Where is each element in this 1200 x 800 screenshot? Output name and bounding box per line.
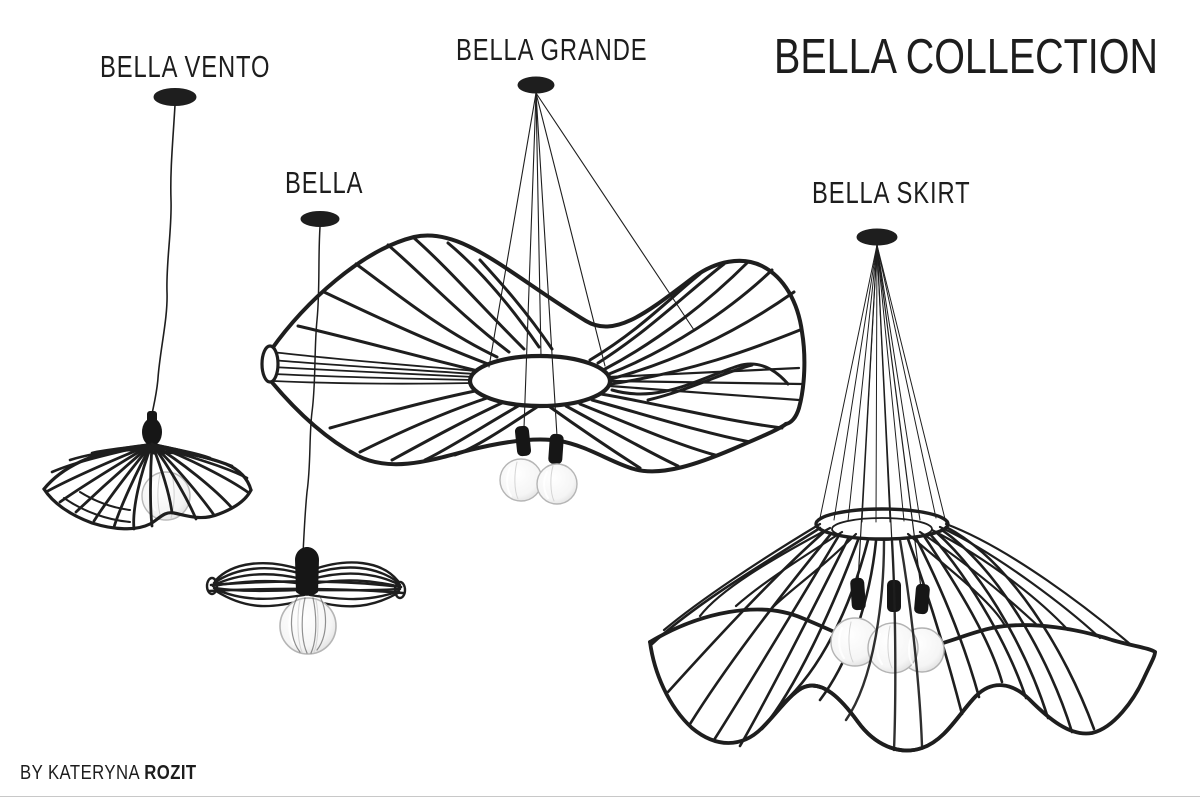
ceiling-canopy — [153, 88, 197, 106]
bulb — [499, 425, 578, 505]
shade-wireframe — [296, 236, 803, 470]
cord — [302, 226, 321, 555]
shade-left-wing — [211, 562, 306, 608]
product-label-bella-grande: BELLA GRANDE — [456, 33, 648, 67]
bulb — [830, 577, 945, 674]
socket — [295, 547, 319, 596]
socket — [142, 411, 162, 446]
suspension-wires — [488, 92, 695, 437]
ceiling-canopy — [300, 211, 340, 227]
product-label-bella: BELLA — [285, 166, 364, 200]
product-label-bella-vento: BELLA VENTO — [100, 50, 271, 84]
lamp-render-bella-grande — [260, 76, 807, 505]
byline-designer-name: ROZIT — [144, 762, 197, 785]
center-ring — [467, 353, 613, 409]
ceiling-canopy — [517, 76, 555, 94]
byline: BY KATERYNA ROZIT — [20, 762, 197, 785]
lamp-render-bella — [205, 211, 407, 655]
product-label-bella-skirt: BELLA SKIRT — [812, 176, 971, 210]
lamp-render-bella-skirt — [648, 228, 1157, 753]
cord — [151, 104, 176, 415]
shade-right-wing — [308, 561, 403, 608]
suspension-wires — [819, 244, 948, 528]
byline-prefix: BY KATERYNA — [20, 762, 145, 785]
bulb — [279, 594, 337, 655]
ceiling-canopy — [856, 228, 898, 246]
bottom-divider — [0, 796, 1200, 797]
lamp-render-bella-vento — [42, 88, 253, 531]
collection-title: BELLA COLLECTION — [774, 28, 1158, 84]
top-ring — [814, 507, 950, 541]
